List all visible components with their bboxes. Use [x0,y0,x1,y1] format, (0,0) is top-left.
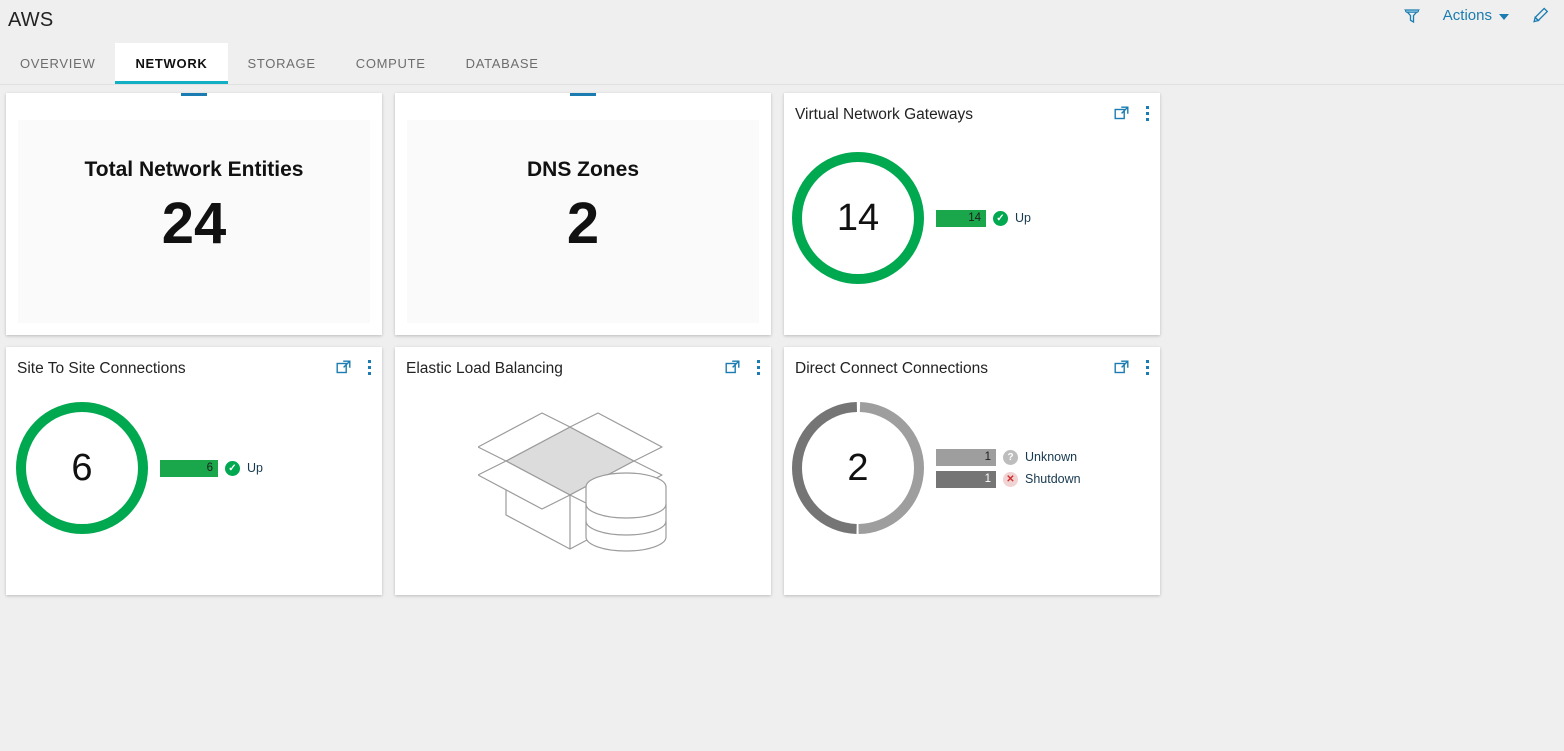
card-virtual-network-gateways[interactable]: Virtual Network Gateways 14 [784,93,1160,335]
card-header: Virtual Network Gateways [784,93,1160,137]
card-loading-indicator [181,93,207,96]
card-header: Elastic Load Balancing [395,347,771,391]
kebab-menu-icon[interactable] [1146,105,1149,121]
donut-chart-row: 6 6 ✓ Up [6,401,382,535]
donut-chart: 6 [15,401,149,535]
card-title: Elastic Load Balancing [406,360,563,377]
open-in-new-icon[interactable] [1114,359,1130,375]
status-legend: 1 ? Unknown 1 ✕ Shutdown [936,448,1081,488]
card-total-network-entities[interactable]: Total Network Entities 24 [6,93,382,335]
stat-panel: Total Network Entities 24 [18,120,370,323]
stat-value: 2 [566,191,600,256]
tab-compute[interactable]: COMPUTE [355,56,426,71]
card-header: Site To Site Connections [6,347,382,391]
card-header-icons [725,359,760,375]
legend-row: 14 ✓ Up [936,209,1031,227]
card-header-icons [336,359,371,375]
header-actions: Actions [1403,6,1550,25]
filter-icon[interactable] [1403,7,1421,25]
kebab-menu-icon[interactable] [1146,359,1149,375]
status-legend: 6 ✓ Up [160,459,263,477]
card-loading-indicator [570,93,596,96]
card-site-to-site-connections[interactable]: Site To Site Connections 6 [6,347,382,595]
page-title: AWS [8,9,54,31]
actions-label: Actions [1442,7,1492,24]
open-in-new-icon[interactable] [1114,105,1130,121]
empty-box-database-illustration [478,412,667,552]
x-circle-icon: ✕ [1003,471,1018,487]
card-elastic-load-balancing[interactable]: Elastic Load Balancing [395,347,771,595]
donut-chart-row: 2 1 ? Unknown 1 ✕ Shutdown [784,401,1160,535]
check-circle-icon: ✓ [225,460,240,476]
empty-state [395,391,771,577]
donut-center-value: 2 [847,446,869,489]
kebab-menu-icon[interactable] [368,359,371,375]
tab-network[interactable]: NETWORK [115,43,228,84]
donut-chart: 2 [791,401,925,535]
stat-title: Total Network Entities [84,158,304,181]
status-legend: 14 ✓ Up [936,209,1031,227]
chevron-down-icon [1499,13,1509,20]
card-header: Direct Connect Connections [784,347,1160,391]
open-in-new-icon[interactable] [336,359,352,375]
legend-row: 1 ✕ Shutdown [936,470,1081,488]
actions-dropdown[interactable]: Actions [1443,7,1509,24]
stat-value: 24 [161,191,227,256]
stat-panel: DNS Zones 2 [407,120,759,323]
legend-bar-count: 1 [936,470,996,488]
tab-bar: OVERVIEW NETWORK STORAGE COMPUTE DATABAS… [0,42,1564,85]
donut-center-value: 14 [836,196,880,239]
card-title: Virtual Network Gateways [795,106,974,123]
card-direct-connect-connections[interactable]: Direct Connect Connections [784,347,1160,595]
donut-center-value: 6 [71,446,93,489]
kebab-menu-icon[interactable] [757,359,760,375]
tab-database[interactable]: DATABASE [465,56,539,71]
legend-label: Unknown [1025,450,1078,464]
top-header-bar: AWS Actions [0,0,1564,42]
legend-label: Up [247,461,263,475]
card-header-icons [1114,359,1149,375]
donut-chart: 14 [791,151,925,285]
legend-bar-count: 14 [936,209,986,227]
card-title: Direct Connect Connections [795,360,988,377]
legend-row: 6 ✓ Up [160,459,263,477]
donut-chart-row: 14 14 ✓ Up [784,151,1160,285]
dashboard-grid: Total Network Entities 24 DNS Zones 2 Vi… [0,85,1564,595]
stat-title: DNS Zones [526,158,639,181]
card-dns-zones[interactable]: DNS Zones 2 [395,93,771,335]
legend-bar-count: 6 [160,459,218,477]
legend-label: Shutdown [1025,472,1081,486]
card-title: Site To Site Connections [17,360,186,377]
question-circle-icon: ? [1003,449,1018,465]
legend-row: 1 ? Unknown [936,448,1081,466]
legend-bar-count: 1 [936,448,996,466]
open-in-new-icon[interactable] [725,359,741,375]
pencil-icon[interactable] [1531,6,1550,25]
card-header-icons [1114,105,1149,121]
tab-storage[interactable]: STORAGE [247,56,316,71]
legend-label: Up [1015,211,1031,225]
tab-overview[interactable]: OVERVIEW [20,56,96,71]
check-circle-icon: ✓ [993,210,1008,226]
